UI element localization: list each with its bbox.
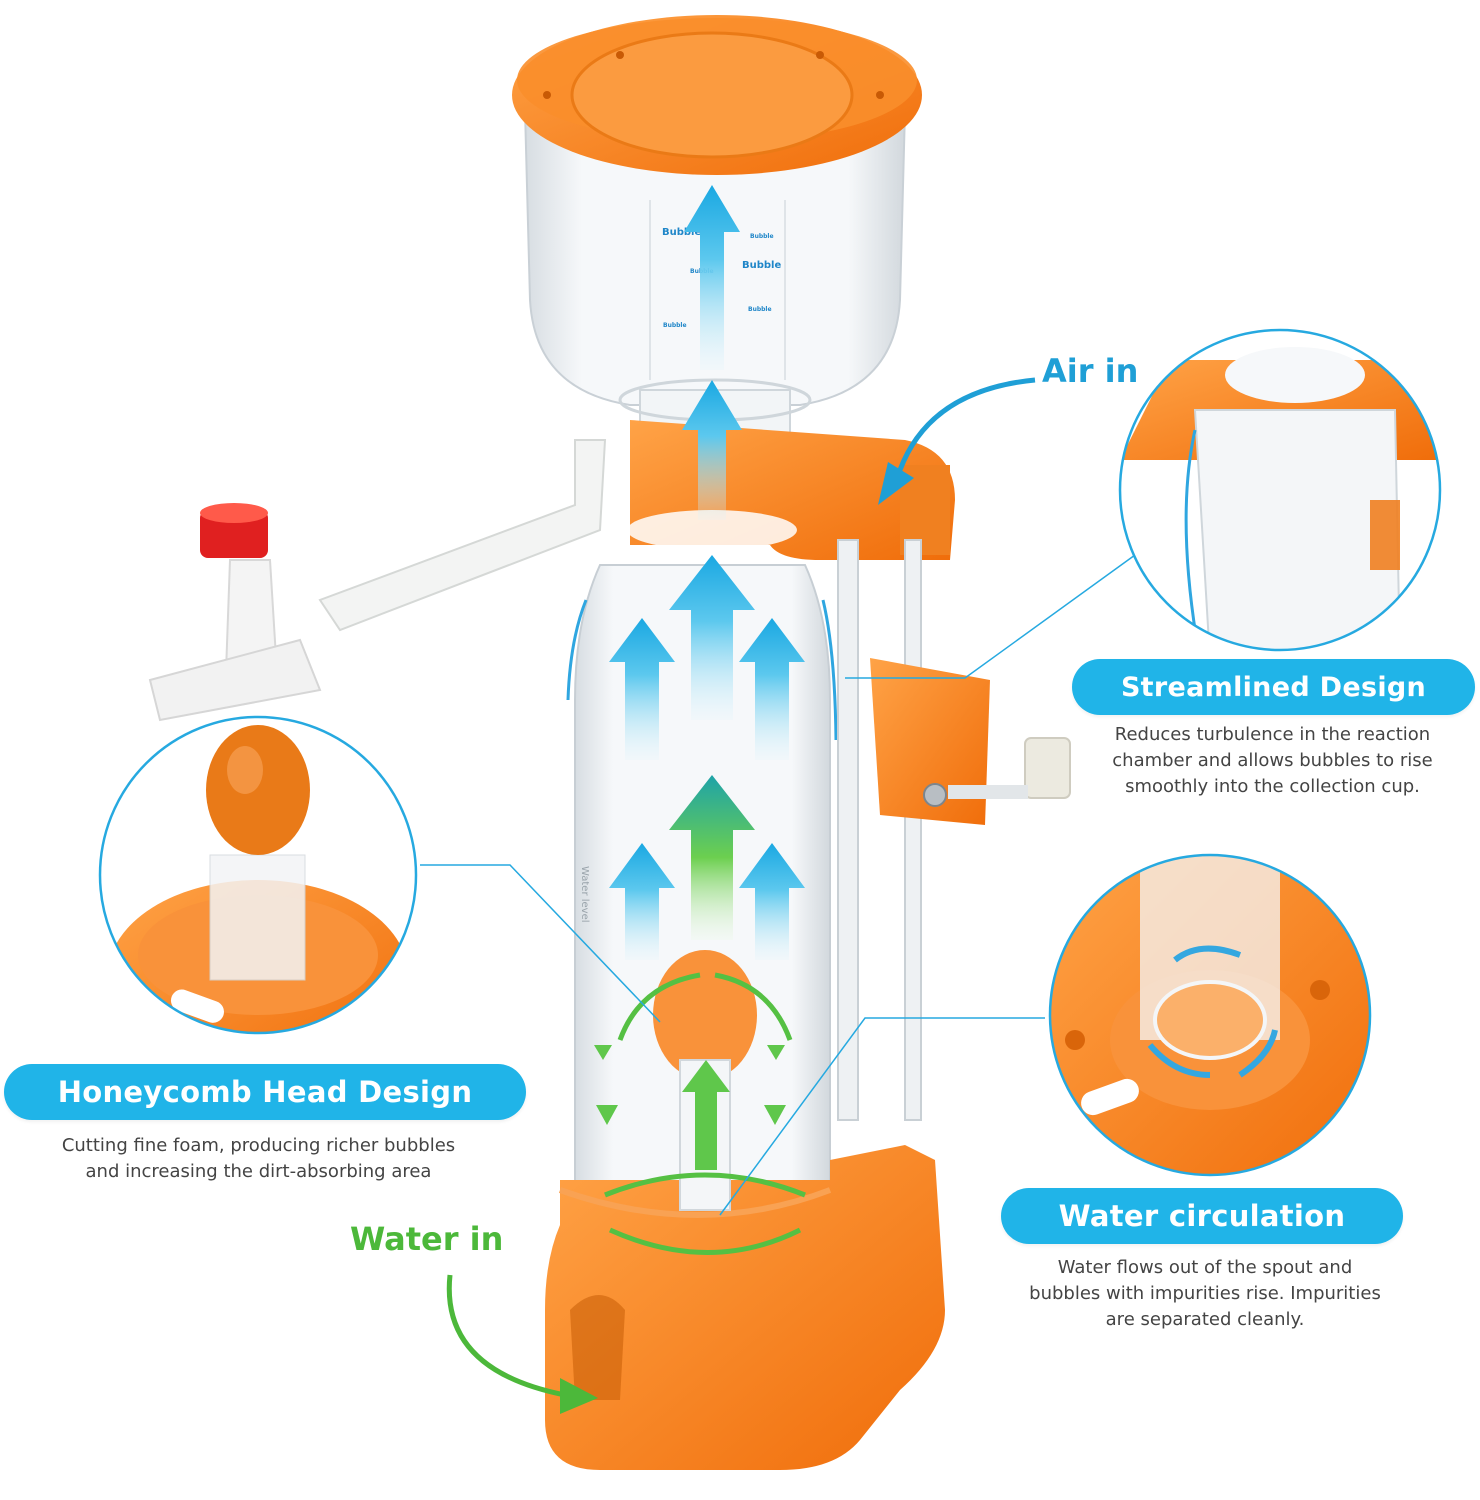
streamlined-design-title: Streamlined Design xyxy=(1072,659,1475,715)
circulation-arrows-green xyxy=(604,972,806,1255)
desc-line: Reduces turbulence in the reaction xyxy=(1114,724,1431,745)
detail-circle-streamlined xyxy=(1118,328,1442,652)
detail-circle-circulation xyxy=(1048,853,1372,1177)
bubble-label: Bubble xyxy=(750,233,774,240)
green-small-arrows xyxy=(594,1045,786,1170)
water-in-label: Water in xyxy=(350,1220,504,1258)
desc-line: chamber and allows bubbles to rise xyxy=(1112,750,1433,771)
honeycomb-head-design-title: Honeycomb Head Design xyxy=(4,1064,526,1120)
detail-circle-honeycomb xyxy=(98,715,418,1035)
desc-line: Cutting fine foam, producing richer bubb… xyxy=(61,1135,456,1156)
svg-text:Water level: Water level xyxy=(579,866,590,923)
pump-base xyxy=(545,1145,945,1470)
bubble-label: Bubble xyxy=(742,260,781,271)
streamlined-design-description: Reduces turbulence in the reaction chamb… xyxy=(1070,722,1475,800)
water-in-arrow xyxy=(446,1274,598,1414)
desc-line: and increasing the dirt-absorbing area xyxy=(85,1161,432,1182)
cup-lid xyxy=(512,15,922,175)
bubble-label: Bubble xyxy=(663,322,687,329)
desc-line: Water flows out of the spout and xyxy=(1057,1257,1353,1278)
desc-line: bubbles with impurities rise. Impurities xyxy=(1029,1283,1381,1304)
water-circulation-description: Water flows out of the spout and bubbles… xyxy=(1000,1255,1410,1333)
desc-line: are separated cleanly. xyxy=(1105,1309,1305,1330)
desc-line: smoothly into the collection cup. xyxy=(1125,776,1420,797)
water-circulation-title: Water circulation xyxy=(1001,1188,1403,1244)
air-in-label: Air in xyxy=(1042,352,1139,390)
bubble-label: Bubble xyxy=(662,227,701,238)
bubble-flow-arrows xyxy=(609,185,805,960)
air-in-arrow xyxy=(878,377,1036,505)
outlet-pipe xyxy=(148,439,607,722)
leader-lines xyxy=(420,554,1136,1216)
honeycomb-head-design-description: Cutting fine foam, producing richer bubb… xyxy=(6,1133,511,1185)
bubble-label: Bubble xyxy=(748,306,772,313)
